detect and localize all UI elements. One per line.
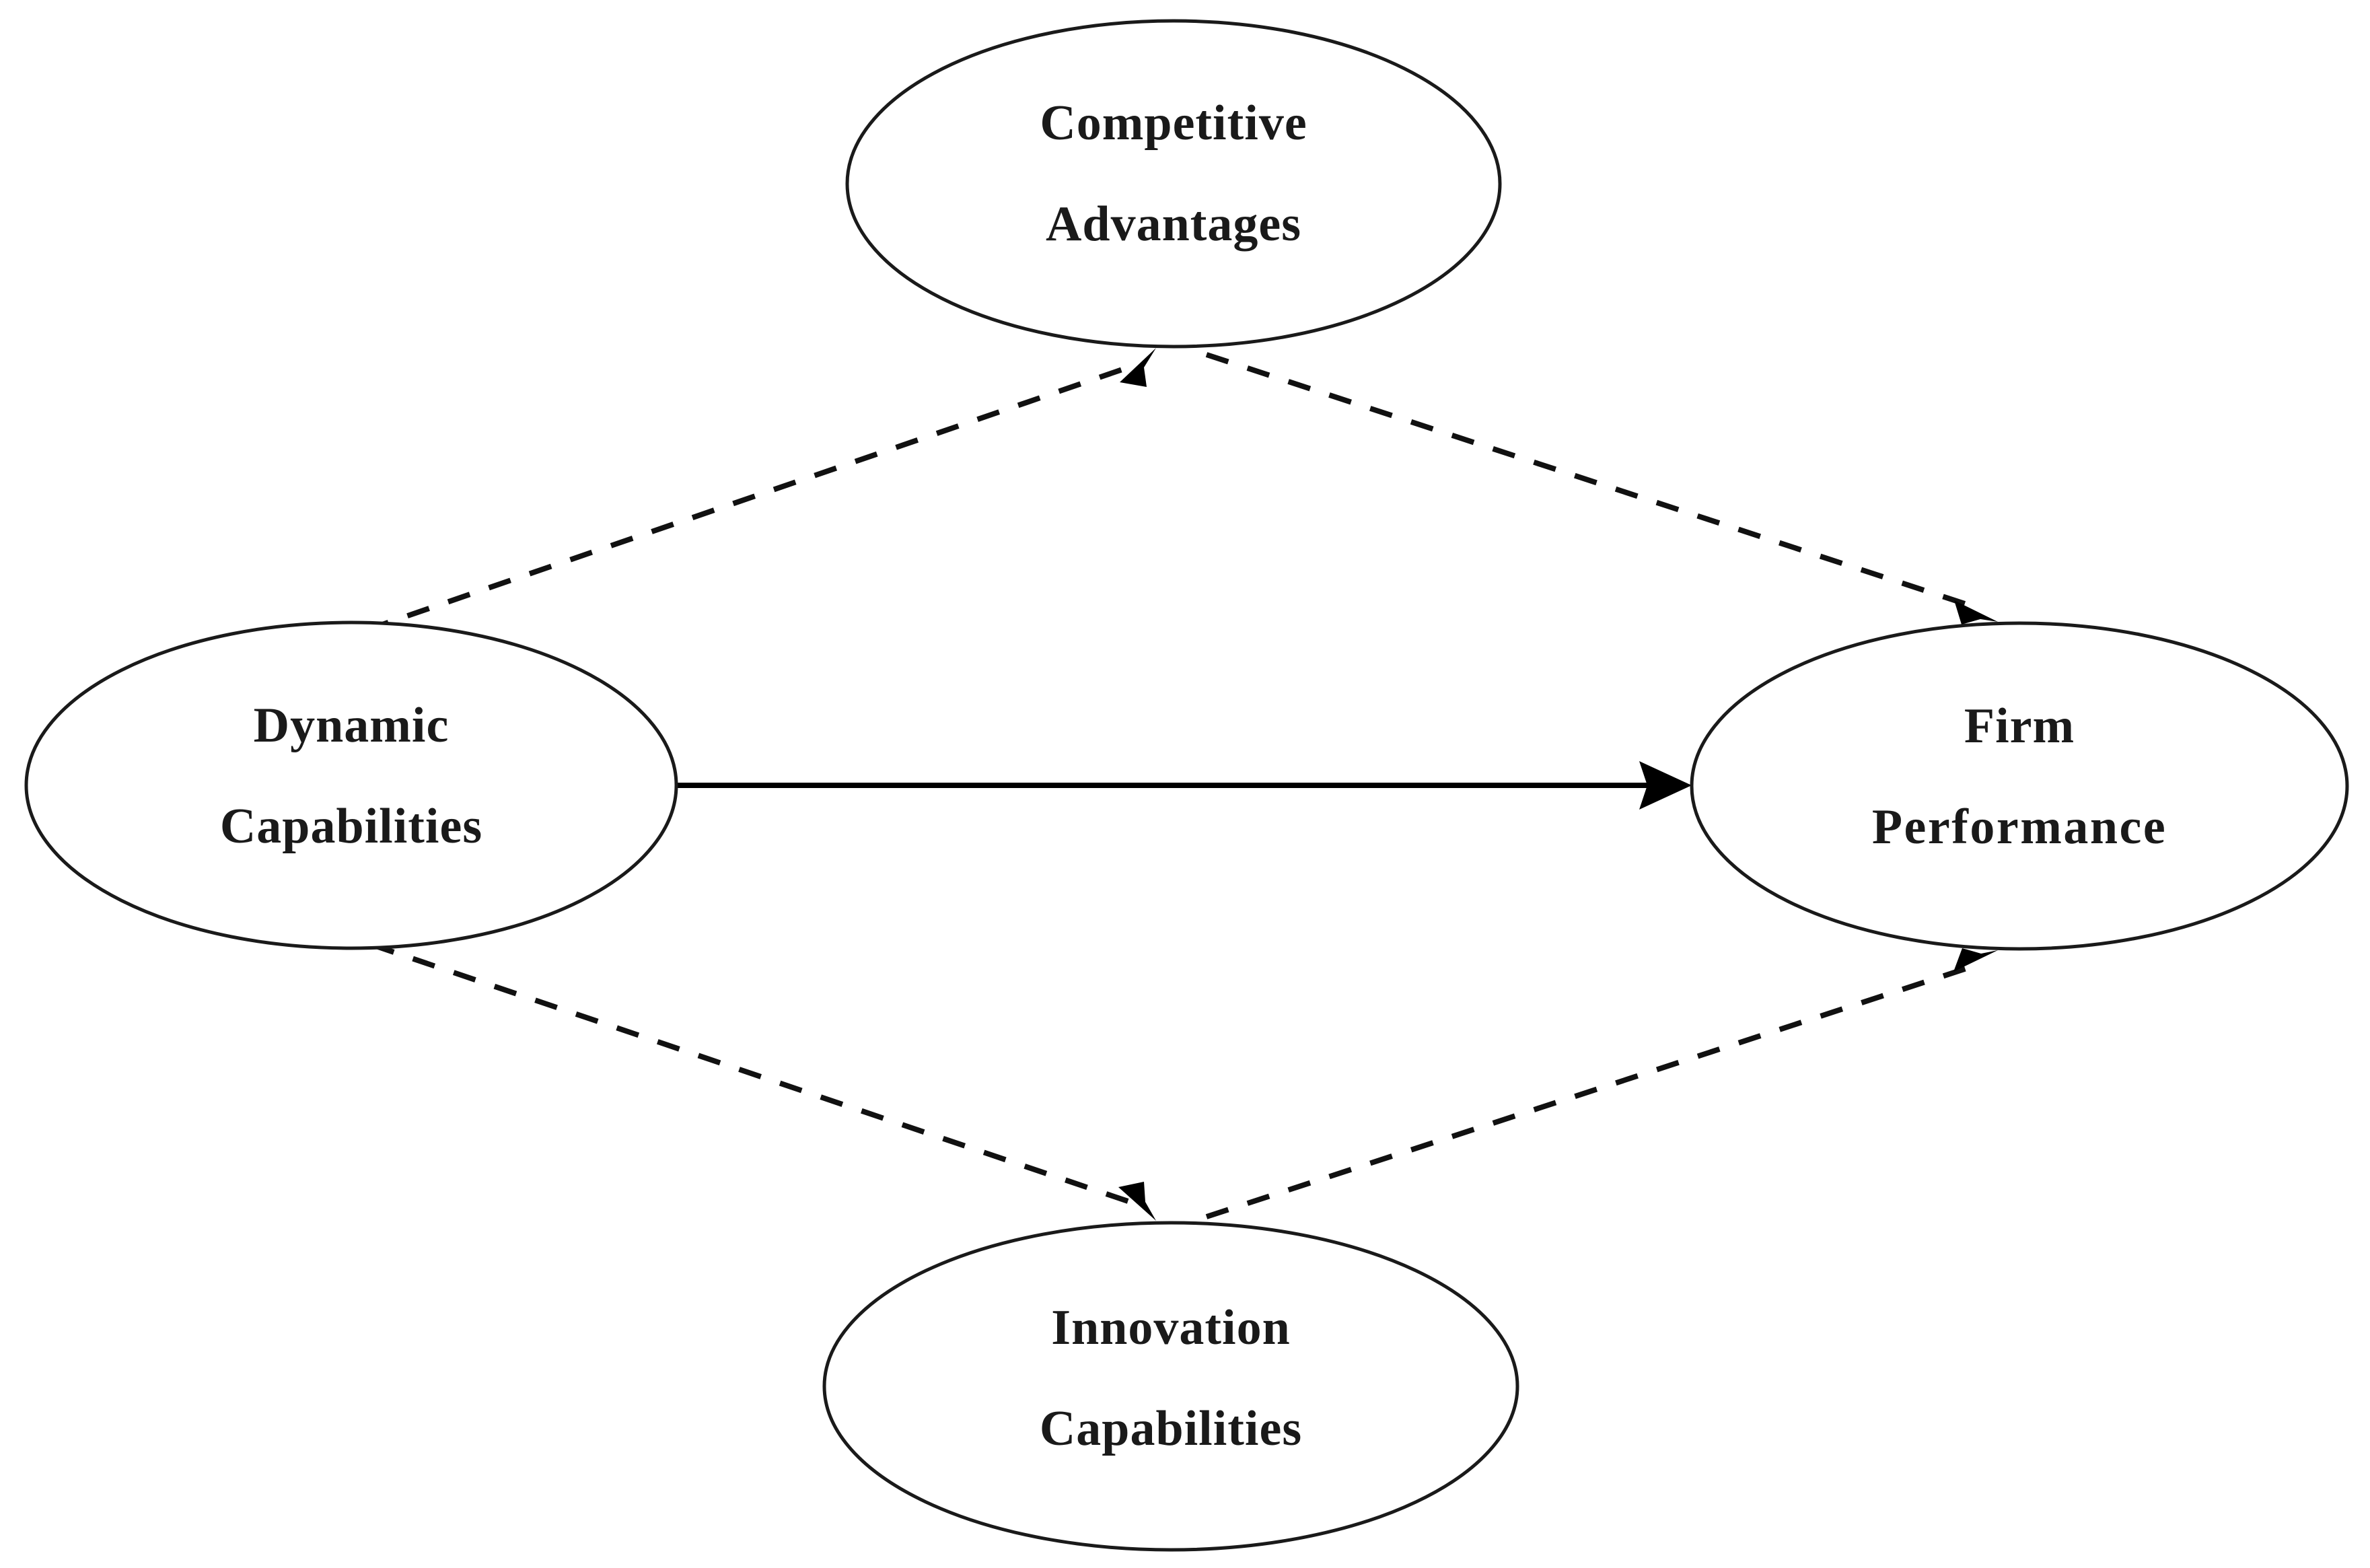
- arrowhead-dc-ca: [1120, 348, 1156, 387]
- label-dynamic-capabilities-line2: Capabilities: [220, 799, 482, 854]
- label-innovation-capabilities-line1: Innovation: [1051, 1300, 1290, 1355]
- edge-innovation-capabilities-to-firm-performance[interactable]: [1205, 948, 1998, 1219]
- node-dynamic-capabilities[interactable]: Dynamic Capabilities: [24, 620, 678, 950]
- edge-competitive-advantages-to-firm-performance[interactable]: [1205, 352, 1998, 625]
- label-firm-performance-line2: Performance: [1872, 799, 2167, 855]
- edge-dynamic-capabilities-to-firm-performance[interactable]: [676, 761, 1692, 810]
- edge-dynamic-capabilities-to-innovation-capabilities[interactable]: [371, 942, 1156, 1221]
- arrowhead-ic-fp: [1953, 948, 1998, 972]
- node-competitive-advantages[interactable]: Competitive Advantages: [845, 19, 1502, 349]
- edge-line-ic-fp: [1205, 962, 1980, 1219]
- label-competitive-advantages-line1: Competitive: [1040, 96, 1307, 151]
- edge-dynamic-capabilities-to-competitive-advantages[interactable]: [365, 348, 1156, 633]
- ellipse-competitive-advantages: [845, 19, 1502, 349]
- label-innovation-capabilities-line2: Capabilities: [1040, 1401, 1302, 1456]
- edge-line-dc-ic: [371, 942, 1141, 1208]
- node-innovation-capabilities[interactable]: Innovation Capabilities: [822, 1221, 1519, 1552]
- ellipse-innovation-capabilities: [822, 1221, 1519, 1552]
- label-firm-performance-line1: Firm: [1964, 699, 2075, 754]
- label-competitive-advantages-line2: Advantages: [1046, 197, 1301, 252]
- edge-line-ca-fp: [1205, 352, 1980, 611]
- arrowhead-dc-ic: [1118, 1182, 1156, 1221]
- arrowhead-dc-fp: [1639, 761, 1692, 810]
- ellipse-dynamic-capabilities: [24, 620, 678, 950]
- node-firm-performance[interactable]: Firm Performance: [1690, 621, 2349, 951]
- edge-line-dc-ca: [365, 361, 1141, 633]
- ellipse-firm-performance: [1690, 621, 2349, 951]
- arrowhead-ca-fp: [1954, 600, 1998, 625]
- label-dynamic-capabilities-line1: Dynamic: [254, 698, 450, 753]
